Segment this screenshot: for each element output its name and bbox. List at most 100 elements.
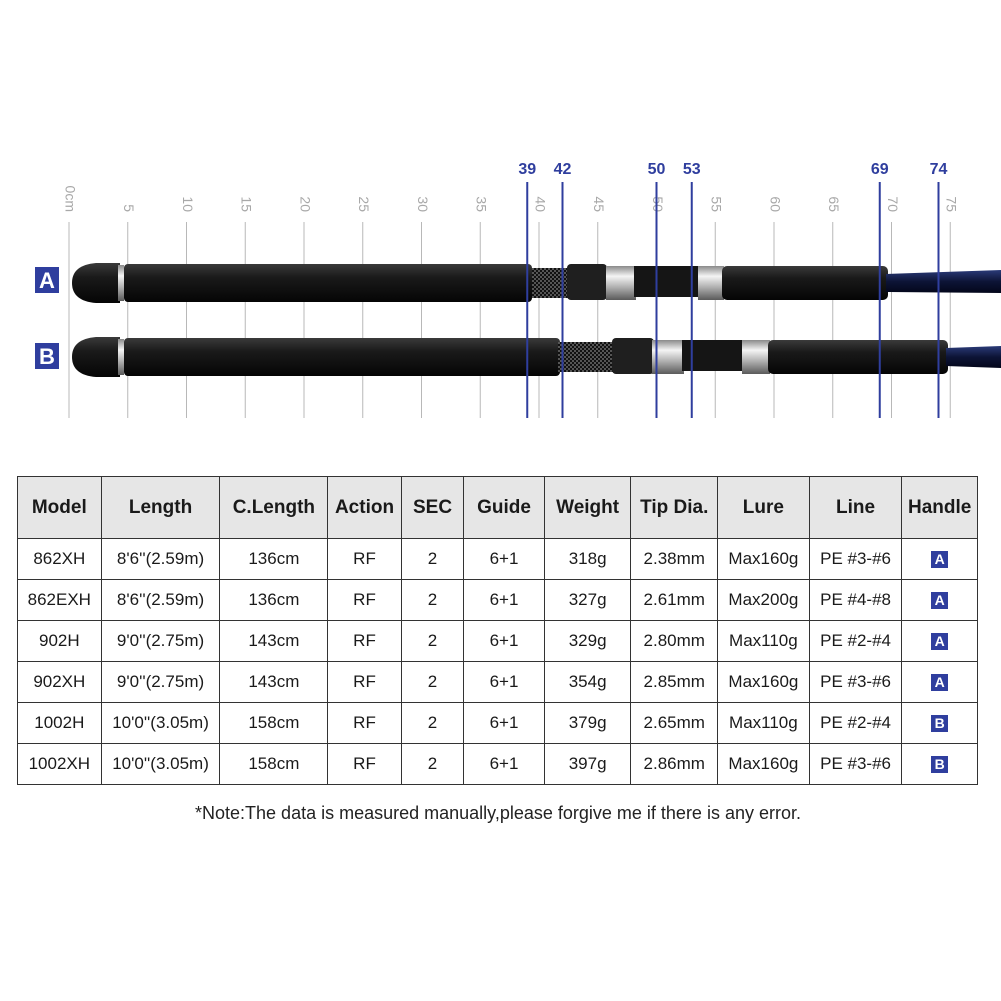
cell-guide: 6+1 [463,579,545,621]
cell-c-length: 143cm [219,620,329,662]
table-row: 862EXH 8'6''(2.59m) 136cm RF 2 6+1 327g … [17,579,978,621]
cell-lure: Max160g [717,538,810,580]
cell-c-length: 136cm [219,538,329,580]
ruler-tick-label: 10 [180,196,196,212]
cell-guide: 6+1 [463,661,545,703]
cell-guide: 6+1 [463,702,545,744]
cell-weight: 329g [543,620,632,662]
rod-a [72,263,1001,303]
rod-b-blank [946,346,1001,368]
cell-model: 902XH [17,661,102,703]
cell-lure: Max160g [717,661,810,703]
cell-weight: 379g [543,702,632,744]
cell-length: 9'0''(2.75m) [100,661,221,703]
ruler-tick-label: 25 [356,196,372,212]
cell-length: 8'6''(2.59m) [100,538,221,580]
cell-handle: A [901,579,978,621]
cell-guide: 6+1 [463,743,545,785]
cell-length: 10'0''(3.05m) [100,702,221,744]
cell-model: 902H [17,620,102,662]
handle-a-badge: A [35,267,59,293]
cell-guide: 6+1 [463,538,545,580]
cell-sec: 2 [400,538,465,580]
cell-sec: 2 [400,579,465,621]
cell-tip-dia: 2.65mm [630,702,719,744]
ruler-tick-label: 20 [297,196,313,212]
cell-tip-dia: 2.85mm [630,661,719,703]
marker-label: 42 [554,161,572,178]
cell-line: PE #2-#4 [808,620,903,662]
header-model: Model [17,476,102,539]
disclaimer-note: *Note:The data is measured manually,plea… [195,803,801,823]
rod-b-fore-grip [768,340,948,374]
handle-badge: B [931,756,949,774]
cell-line: PE #2-#4 [808,702,903,744]
header-sec: SEC [400,476,465,539]
header-lure: Lure [717,476,810,539]
ruler-tick-label: 30 [415,196,431,212]
cell-line: PE #3-#6 [808,538,903,580]
rod-b-butt-cap [72,337,120,377]
cell-lure: Max160g [717,743,810,785]
handle-badge: B [931,715,949,733]
cell-line: PE #4-#8 [808,579,903,621]
ruler-tick-label: 45 [591,196,607,212]
cell-lure: Max110g [717,620,810,662]
cell-c-length: 158cm [219,702,329,744]
marker-label: 50 [648,161,666,178]
cell-handle: B [901,702,978,744]
cell-sec: 2 [400,620,465,662]
header-line: Line [808,476,903,539]
cell-handle: B [901,743,978,785]
rod-b-reel-nut [612,338,654,374]
header-handle: Handle [901,476,978,539]
rod-a-carbon-section [532,268,570,298]
rod-a-fore-grip [722,266,888,300]
cell-lure: Max200g [717,579,810,621]
handle-badge: A [931,633,949,651]
rod-a-reel-seat [634,266,702,297]
cell-action: RF [327,743,402,785]
cell-weight: 397g [543,743,632,785]
cell-length: 9'0''(2.75m) [100,620,221,662]
measurement-marker-lines [526,182,940,418]
cell-handle: A [901,620,978,662]
table-row: 1002H 10'0''(3.05m) 158cm RF 2 6+1 379g … [17,702,978,744]
rod-a-blank [886,270,1001,293]
rod-b-butt-ring [118,339,124,375]
ruler-tick-label: 70 [885,196,901,212]
marker-label: 69 [871,161,889,178]
rod-a-hood-front [698,266,724,300]
cell-c-length: 136cm [219,579,329,621]
cell-tip-dia: 2.61mm [630,579,719,621]
ruler-tick-label: 60 [767,196,783,212]
cell-c-length: 158cm [219,743,329,785]
table-row: 862XH 8'6''(2.59m) 136cm RF 2 6+1 318g 2… [17,538,978,580]
cell-model: 862XH [17,538,102,580]
rod-a-hood-rear [606,266,636,300]
table-row: 902H 9'0''(2.75m) 143cm RF 2 6+1 329g 2.… [17,620,978,662]
cell-tip-dia: 2.86mm [630,743,719,785]
header-c-length: C.Length [219,476,329,539]
cell-sec: 2 [400,661,465,703]
rod-b-hood-front [742,340,770,374]
cell-handle: A [901,538,978,580]
marker-label: 53 [683,161,701,178]
header-action: Action [327,476,402,539]
cell-action: RF [327,661,402,703]
rod-b-carbon-section [558,342,614,372]
cell-weight: 354g [543,661,632,703]
cell-model: 1002XH [17,743,102,785]
rod-a-reel-nut [567,264,607,300]
rod-b-rear-grip [124,338,560,376]
handle-b-badge-label: B [39,344,55,369]
handle-badge: A [931,592,949,610]
ruler-tick-label: 15 [239,196,255,212]
ruler-tick-label: 75 [944,196,960,212]
cell-line: PE #3-#6 [808,661,903,703]
ruler-tick-label: 65 [826,196,842,212]
cell-length: 8'6''(2.59m) [100,579,221,621]
handle-b-badge-box [35,343,59,369]
